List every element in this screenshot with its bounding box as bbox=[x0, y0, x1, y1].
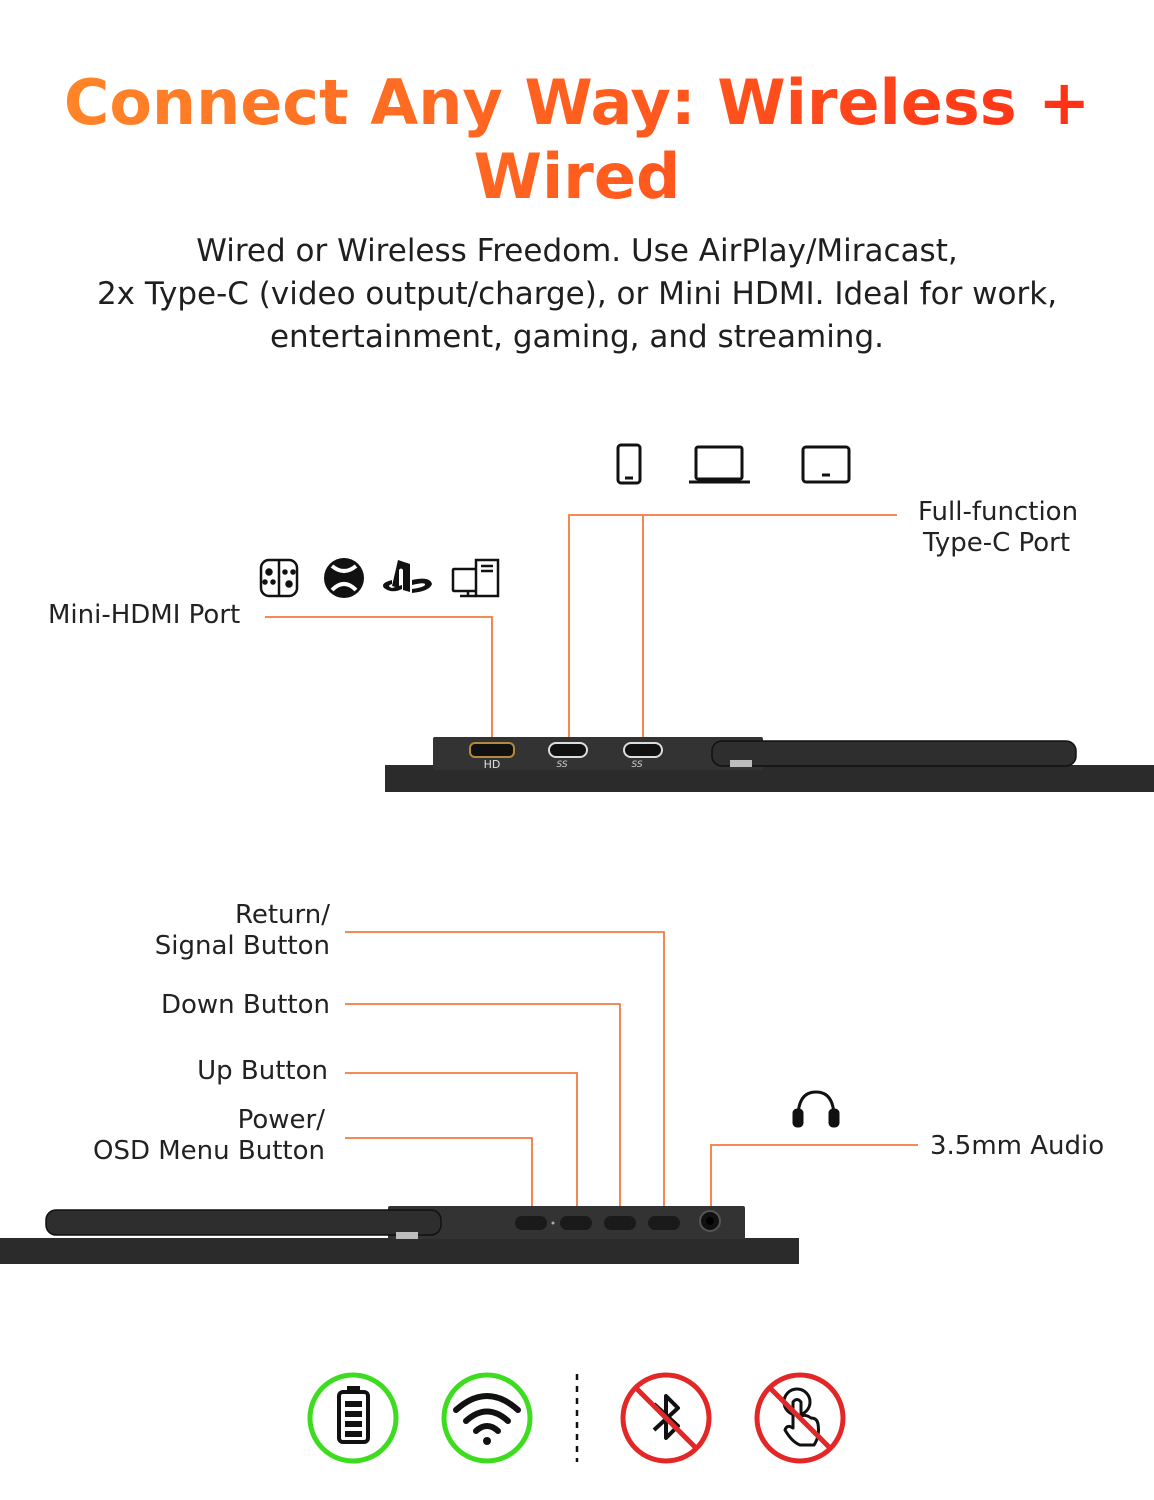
touch-icon bbox=[754, 1372, 846, 1464]
audio-label: 3.5mm Audio bbox=[930, 1131, 1105, 1161]
return-line-1: Return/ bbox=[234, 900, 330, 930]
audio-leader bbox=[710, 1144, 918, 1210]
xbox-icon bbox=[324, 558, 364, 598]
title-line-2: Wired bbox=[473, 140, 681, 213]
subtitle-line-2: 2x Type-C (video output/charge), or Mini… bbox=[96, 276, 1058, 312]
typec-leader-1 bbox=[568, 514, 897, 745]
typec-label-line-2: Type-C Port bbox=[923, 528, 1071, 558]
page-title: Connect Any Way: Wireless + Wired bbox=[0, 66, 1154, 214]
typec-port-label: Full-function Type-C Port bbox=[918, 497, 1118, 559]
tablet-icon bbox=[801, 445, 851, 484]
port-ss-label-1: SS bbox=[556, 760, 567, 770]
top-port-diagram: HD SS SS bbox=[259, 443, 1154, 792]
phone-icon bbox=[616, 443, 642, 485]
up-leader bbox=[345, 1072, 578, 1215]
monitor-side-top bbox=[385, 737, 1154, 792]
subtitle-line-1: Wired or Wireless Freedom. Use AirPlay/M… bbox=[196, 233, 958, 269]
power-line-1: Power/ bbox=[237, 1105, 325, 1135]
switch-icon bbox=[259, 558, 299, 598]
port-ss-label-2: SS bbox=[631, 760, 642, 770]
power-line-2: OSD Menu Button bbox=[93, 1136, 325, 1166]
power-osd-label: Power/ OSD Menu Button bbox=[60, 1105, 325, 1167]
title-line-1: Connect Any Way: Wireless + bbox=[63, 66, 1091, 139]
return-signal-label: Return/ Signal Button bbox=[100, 900, 330, 962]
headphones-icon bbox=[792, 1090, 840, 1128]
typec-label-line-1: Full-function bbox=[918, 497, 1079, 527]
bottom-button-diagram bbox=[0, 931, 918, 1264]
return-leader bbox=[345, 931, 665, 1215]
down-leader bbox=[345, 1003, 621, 1215]
battery-icon bbox=[307, 1372, 399, 1464]
down-button-label: Down Button bbox=[160, 990, 330, 1020]
wifi-icon bbox=[441, 1372, 533, 1464]
hdmi-port-label: Mini-HDMI Port bbox=[48, 600, 241, 630]
up-button-label: Up Button bbox=[197, 1056, 328, 1086]
subtitle: Wired or Wireless Freedom. Use AirPlay/M… bbox=[40, 230, 1114, 359]
desktop-icon bbox=[451, 558, 500, 598]
hdmi-leader bbox=[265, 616, 493, 745]
port-hd-label: HD bbox=[484, 758, 501, 771]
bluetooth-icon bbox=[620, 1372, 712, 1464]
monitor-side-bottom bbox=[0, 1206, 799, 1264]
feature-icon-row bbox=[307, 1372, 846, 1464]
playstation-icon bbox=[383, 560, 432, 593]
power-leader bbox=[345, 1137, 533, 1215]
laptop-icon bbox=[689, 445, 750, 484]
return-line-2: Signal Button bbox=[154, 931, 330, 961]
subtitle-line-3: entertainment, gaming, and streaming. bbox=[269, 319, 884, 355]
